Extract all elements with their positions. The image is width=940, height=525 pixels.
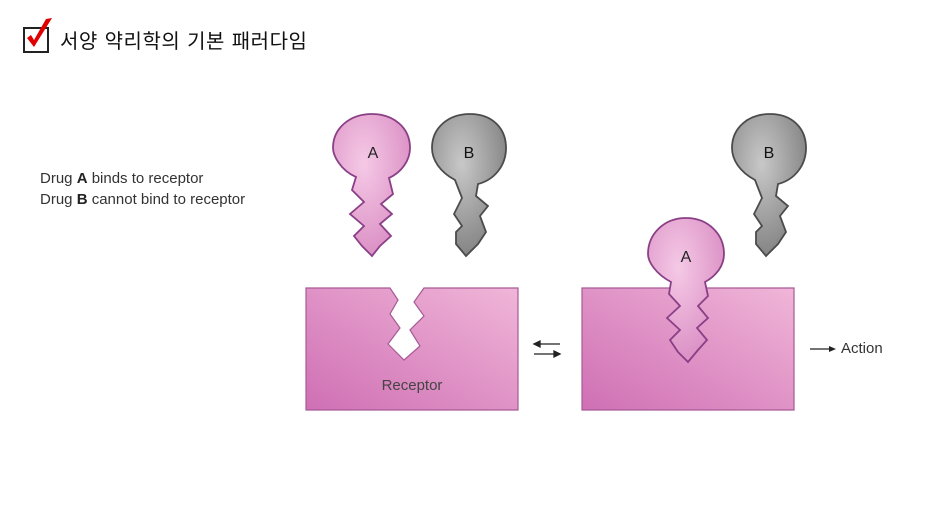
slide-title-row: 서양 약리학의 기본 패러다임	[22, 8, 307, 58]
caption-drug-b-label: B	[76, 191, 88, 208]
caption-line-drug-a: Drug A binds to receptor	[40, 168, 245, 189]
diagram-caption: Drug A binds to receptor Drug B cannot b…	[40, 168, 245, 210]
caption-line-drug-b: Drug B cannot bind to receptor	[40, 189, 245, 210]
caption-text: Drug	[40, 170, 77, 187]
caption-text: cannot bind to receptor	[87, 191, 246, 208]
receptor-unbound: Receptor	[305, 287, 519, 411]
slide-title: 서양 약리학의 기본 패러다임	[60, 28, 308, 53]
equilibrium-arrows-icon	[532, 339, 562, 359]
checkmark-icon	[22, 16, 52, 53]
drug-a-label: A	[368, 145, 379, 162]
drug-a-bound: A	[647, 217, 725, 364]
receptor-label: Receptor	[382, 377, 443, 394]
drug-b-unbound: B	[731, 113, 807, 258]
drug-b-unbound-label: B	[764, 145, 775, 162]
caption-drug-a-label: A	[76, 170, 88, 187]
action-label: Action	[841, 340, 883, 357]
caption-text: binds to receptor	[87, 170, 204, 187]
arrow-right-icon	[829, 346, 836, 352]
drug-a-bound-label: A	[681, 249, 692, 266]
drug-a-free: A	[332, 113, 411, 258]
action-indicator: Action	[810, 340, 883, 357]
drug-b-label: B	[464, 145, 475, 162]
drug-b-free: B	[431, 113, 507, 258]
caption-text: Drug	[40, 191, 77, 208]
